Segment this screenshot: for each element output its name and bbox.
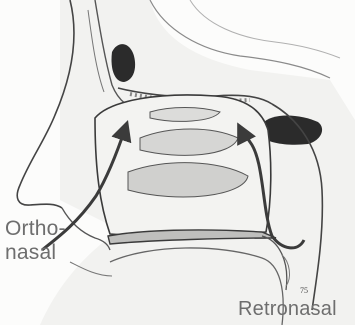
orthonasal-label-line1: Ortho-: [5, 217, 66, 241]
orthonasal-label: Ortho- nasal: [5, 217, 66, 265]
orthonasal-label-line2: nasal: [5, 241, 66, 265]
artist-mark: 75: [300, 286, 308, 295]
retronasal-label: Retronasal: [238, 297, 337, 321]
